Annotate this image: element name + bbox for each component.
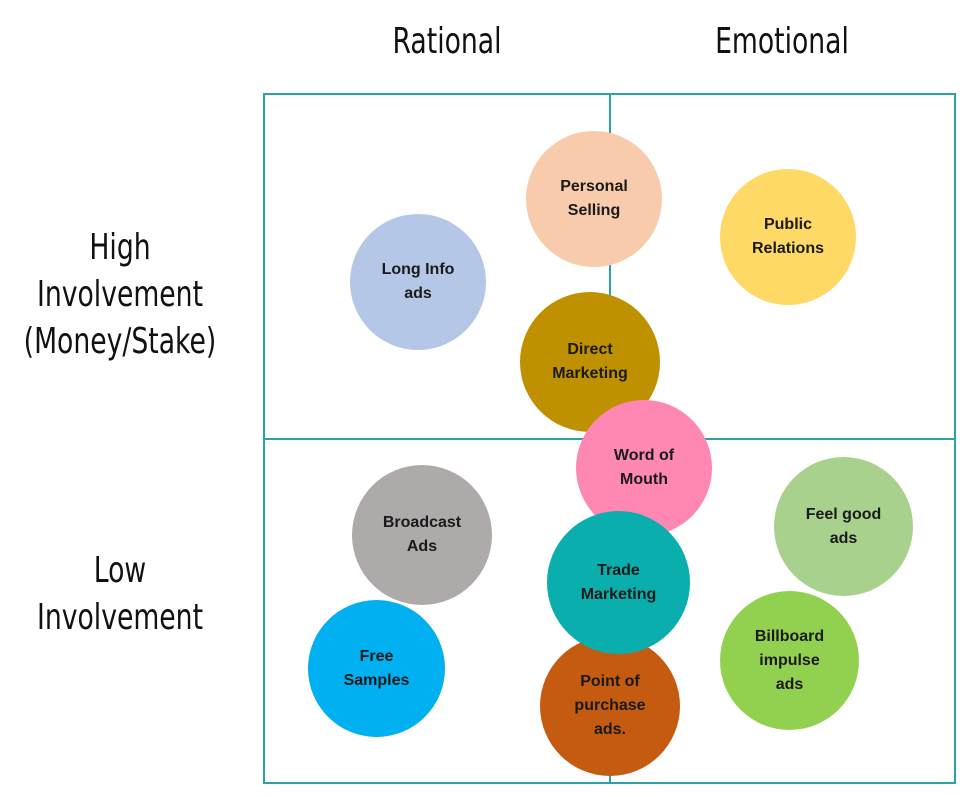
bubble-public-relations: Public Relations (720, 169, 856, 305)
bubble-label: Point of purchase ads. (574, 673, 646, 738)
bubble-feel-good-ads: Feel good ads (774, 457, 913, 596)
bubble-label: Direct Marketing (552, 341, 628, 382)
bubble-label: Word of Mouth (613, 447, 675, 488)
bubble-point-of-purchase-ads: Point of purchase ads. (540, 636, 680, 776)
bubble-personal-selling: Personal Selling (526, 131, 662, 267)
bubble-billboard-impulse-ads: Billboard impulse ads (720, 591, 859, 730)
bubble-broadcast-ads: Broadcast Ads (352, 465, 492, 605)
bubble-label: Trade Marketing (580, 561, 657, 603)
bubble-free-samples: Free Samples (308, 600, 445, 737)
bubble-label: Feel good ads (805, 505, 882, 547)
row-header-low-involvement: Low Involvement (36, 550, 204, 638)
row-header-high-involvement: High Involvement (Money/Stake) (23, 227, 217, 362)
bubble-label: Public Relations (751, 216, 824, 257)
bubble-label: Personal Selling (560, 178, 628, 219)
bubble-label: Long Info ads (381, 261, 455, 302)
bubble-label: Free Samples (343, 647, 410, 689)
bubble-label: Billboard impulse ads (754, 627, 825, 693)
bubble-label: Broadcast Ads (382, 514, 462, 555)
column-header-emotional: Emotional (715, 21, 849, 62)
bubble-long-info-ads: Long Info ads (350, 214, 486, 350)
column-header-rational: Rational (392, 21, 502, 62)
bubble-trade-marketing: Trade Marketing (547, 511, 690, 654)
